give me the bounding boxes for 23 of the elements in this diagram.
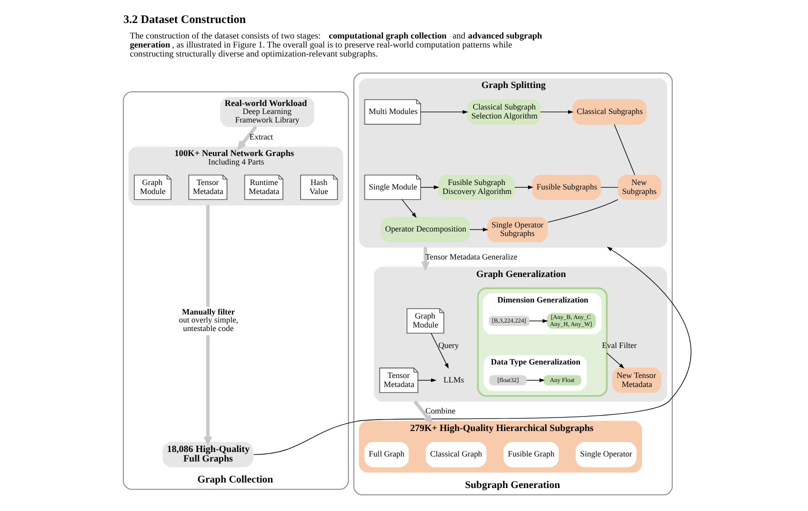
arrow bbox=[252, 246, 691, 454]
arrow bbox=[401, 198, 416, 218]
diagram-title: 3.2 Dataset Construction bbox=[122, 12, 246, 26]
arrow bbox=[236, 125, 257, 150]
arrow bbox=[413, 400, 433, 424]
arrow bbox=[526, 378, 544, 382]
arrow bbox=[528, 318, 548, 322]
arrow bbox=[420, 246, 430, 271]
connector bbox=[613, 124, 635, 175]
arrow bbox=[540, 110, 574, 114]
arrow bbox=[468, 227, 488, 231]
connector bbox=[600, 186, 618, 188]
label: The construction of the dataset consists of two stages: computational graph collection and advanced subgraph generation, as illustrated in Figure 1. The overall goal is to preserve real-world computation patterns while constructing structurally diverse and optimization-relevant subgraphs. bbox=[129, 30, 542, 58]
node-box: 18,086 High-Quality Full Graphs bbox=[162, 441, 253, 467]
arrow bbox=[417, 378, 436, 382]
arrow bbox=[430, 332, 448, 368]
arrow bbox=[606, 352, 624, 368]
arrow bbox=[514, 184, 533, 189]
connector bbox=[206, 204, 210, 306]
arrow bbox=[420, 184, 439, 189]
arrow bbox=[203, 334, 212, 446]
connector bbox=[546, 198, 618, 222]
arrow bbox=[420, 110, 468, 114]
